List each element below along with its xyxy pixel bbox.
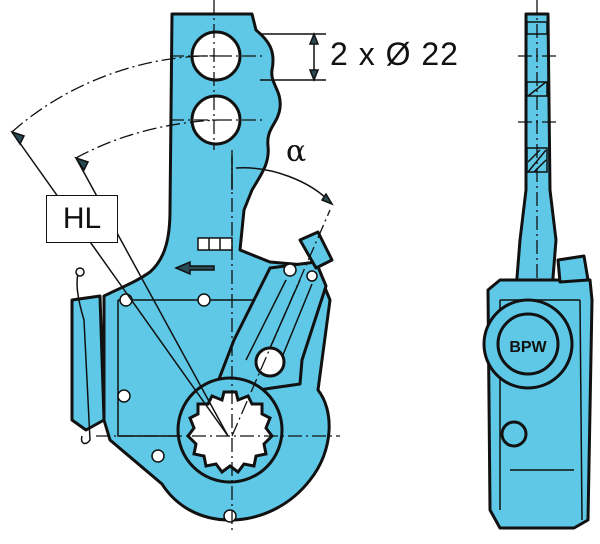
side-hatch-lines <box>527 81 547 173</box>
lever-length-label: HL <box>46 195 118 243</box>
bolt-top-right <box>197 293 211 307</box>
adjusting-bolt <box>298 230 334 270</box>
adjuster-hex <box>254 346 286 378</box>
angle-label: α <box>286 134 307 169</box>
spline-bore <box>186 390 274 475</box>
bracket-hook <box>76 267 91 445</box>
left-bracket <box>70 294 106 432</box>
side-housing-inner <box>499 299 583 521</box>
front-view <box>10 0 340 530</box>
dim-arrow-bottom <box>308 69 320 83</box>
bolt-mid-left <box>117 389 131 403</box>
angle-arrow-end <box>320 192 334 206</box>
side-knob <box>500 420 528 448</box>
lever-arc-outer <box>11 55 219 133</box>
control-arm <box>212 260 328 394</box>
lever-arc-inner <box>75 119 219 159</box>
indicator-marks <box>208 238 221 250</box>
bpw-logo: BPW <box>509 339 547 356</box>
direction-arrow-icon <box>174 260 215 276</box>
control-pivot <box>283 263 297 277</box>
bracket-pin <box>75 267 85 277</box>
dim-arrow-top <box>308 31 320 45</box>
hl-arrow-1 <box>10 130 26 146</box>
control-pivot-2 <box>306 270 318 282</box>
side-view: BPW <box>482 0 594 530</box>
hl-arrow-2 <box>74 156 90 172</box>
arm-centerline <box>231 209 331 437</box>
side-bracket <box>556 254 590 284</box>
bolt-bottom-left <box>151 449 165 463</box>
indicator-window <box>197 237 233 251</box>
side-boss-inner <box>496 312 560 376</box>
housing-body <box>102 12 332 522</box>
hl-leader-1 <box>11 131 229 437</box>
bolt-top-left <box>119 293 133 307</box>
bolt-bottom <box>223 509 237 523</box>
hole-dimension-label: 2 x Ø 22 <box>330 36 459 72</box>
